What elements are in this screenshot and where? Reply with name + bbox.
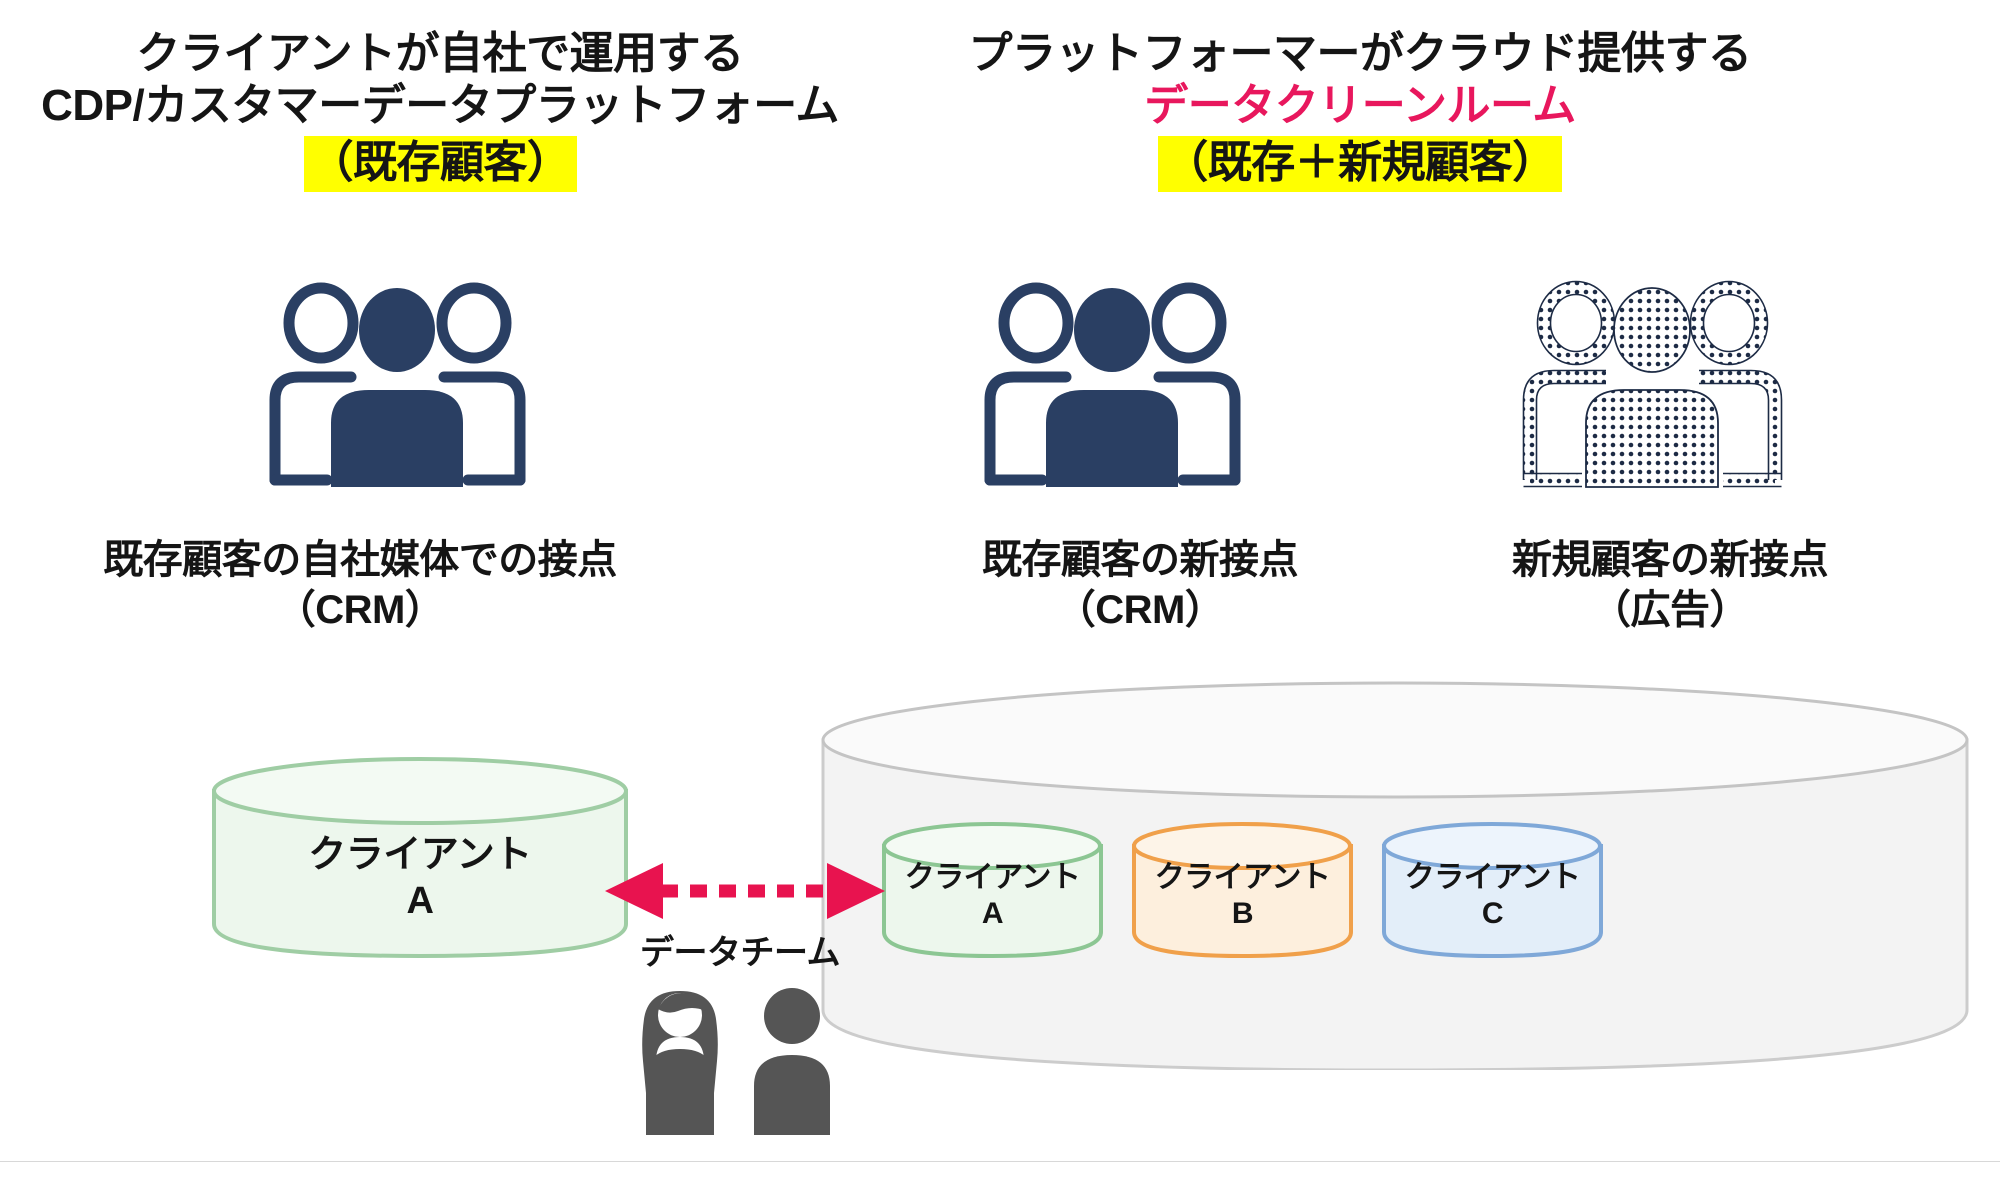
title-left-line2: CDP/カスタマーデータプラットフォーム: [41, 80, 839, 130]
segment-label-existing-owned-media: 既存顧客の自社媒体での接点 （CRM）: [30, 535, 690, 635]
segment-label-new-customer-ads: 新規顧客の新接点 （広告）: [1400, 535, 1940, 635]
people-group-solid-icon: [980, 280, 1245, 495]
people-group-dotted-icon: [1520, 280, 1785, 495]
segment-label-line1: 既存顧客の自社媒体での接点: [103, 538, 617, 582]
segment-label-line1: 既存顧客の新接点: [982, 538, 1299, 582]
clean-room-cylinder: [820, 680, 1970, 1072]
page-bottom-divider: [0, 1161, 2000, 1162]
title-right-highlight-wrap: （既存＋新規顧客）: [880, 132, 1840, 192]
data-team-label: データチーム: [640, 934, 840, 972]
title-right-line1: プラットフォーマーがクラウド提供する: [968, 29, 1753, 78]
segment-label-line2: （CRM）: [275, 588, 445, 632]
bidirectional-dashed-arrow-icon: [605, 862, 885, 920]
title-right-clean-room: プラットフォーマーがクラウド提供する データクリーンルーム （既存＋新規顧客）: [880, 28, 1840, 192]
segment-label-line1: 新規顧客の新接点: [1512, 538, 1829, 582]
clean-room-client-c-cylinder: クライアント C: [1380, 820, 1605, 960]
client-a-cdp-cylinder: クライアント A: [210, 755, 630, 960]
segment-label-existing-new-touchpoint: 既存顧客の新接点 （CRM）: [860, 535, 1420, 635]
title-right-line2: データクリーンルーム: [1144, 80, 1576, 130]
people-group-solid-icon: [265, 280, 530, 495]
clean-room-client-a-cylinder: クライアント A: [880, 820, 1105, 960]
title-left-highlight-wrap: （既存顧客）: [0, 132, 880, 192]
title-left-cdp: クライアントが自社で運用する CDP/カスタマーデータプラットフォーム （既存顧…: [0, 28, 880, 192]
title-left-line1: クライアントが自社で運用する: [136, 29, 744, 78]
title-right-highlight: （既存＋新規顧客）: [1158, 135, 1562, 192]
segment-label-line2: （広告）: [1591, 588, 1750, 632]
segment-label-line2: （CRM）: [1055, 588, 1225, 632]
title-left-highlight: （既存顧客）: [303, 135, 577, 192]
clean-room-client-b-cylinder: クライアント B: [1130, 820, 1355, 960]
data-team-people-icon: [620, 975, 860, 1140]
